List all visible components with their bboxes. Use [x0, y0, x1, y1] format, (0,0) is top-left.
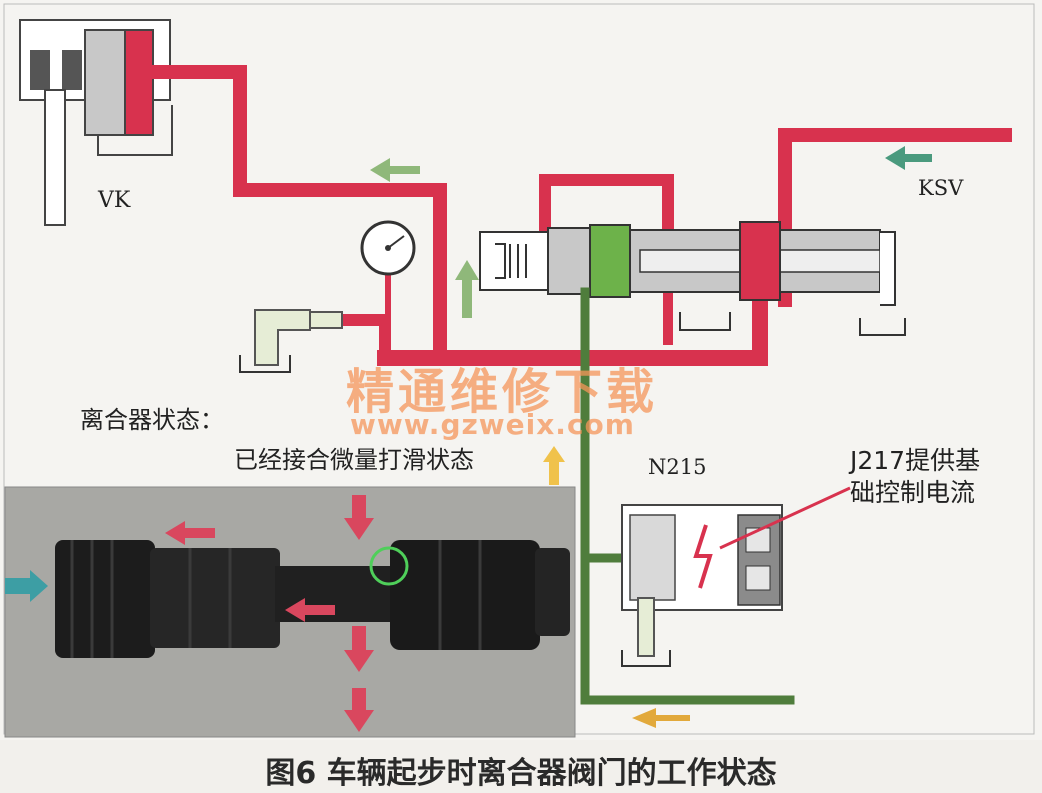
bleed-fitting [239, 309, 343, 373]
arrow-left-orange [632, 708, 690, 728]
j217-note: J217提供基础控制电流 [850, 446, 981, 507]
arrow-up-yellow [543, 446, 565, 485]
label-vk: VK [98, 188, 131, 213]
caption-bar [0, 740, 1042, 793]
arrow-right-teal [5, 570, 48, 602]
hydraulic-diagram [3, 3, 1035, 738]
figure-caption: 图6 车辆起步时离合器阀门的工作状态 [265, 756, 777, 791]
arrow-left-red-middle [285, 598, 335, 622]
n215-solenoid [621, 504, 783, 667]
arrow-up-green [455, 260, 479, 318]
arrow-left-red-top [165, 521, 215, 545]
pressure-gauge [360, 220, 416, 276]
arrow-left-green [370, 158, 420, 182]
clutch-state-title: 离合器状态： [80, 406, 224, 434]
highlight-circle-icon [369, 546, 409, 586]
clutch-valve [479, 221, 906, 336]
watermark-text: 精通维修下载 [346, 364, 659, 420]
lightning-icon [693, 524, 713, 589]
watermark-url: www.gzweix.com [350, 408, 635, 441]
clutch-state-value: 已经接合微量打滑状态 [234, 446, 474, 474]
label-n215: N215 [648, 455, 707, 479]
arrow-left-teal [885, 146, 932, 170]
arrow-down-red-middle [344, 626, 374, 672]
control-line [580, 287, 795, 705]
arrow-down-red-top [344, 495, 374, 540]
label-ksv: KSV [918, 176, 964, 200]
j217-pointer [719, 486, 851, 550]
flow-arrows [370, 146, 932, 728]
valve-photo [4, 486, 576, 738]
arrow-down-red-bottom [344, 688, 374, 732]
vk-clutch-cylinder [19, 19, 173, 226]
